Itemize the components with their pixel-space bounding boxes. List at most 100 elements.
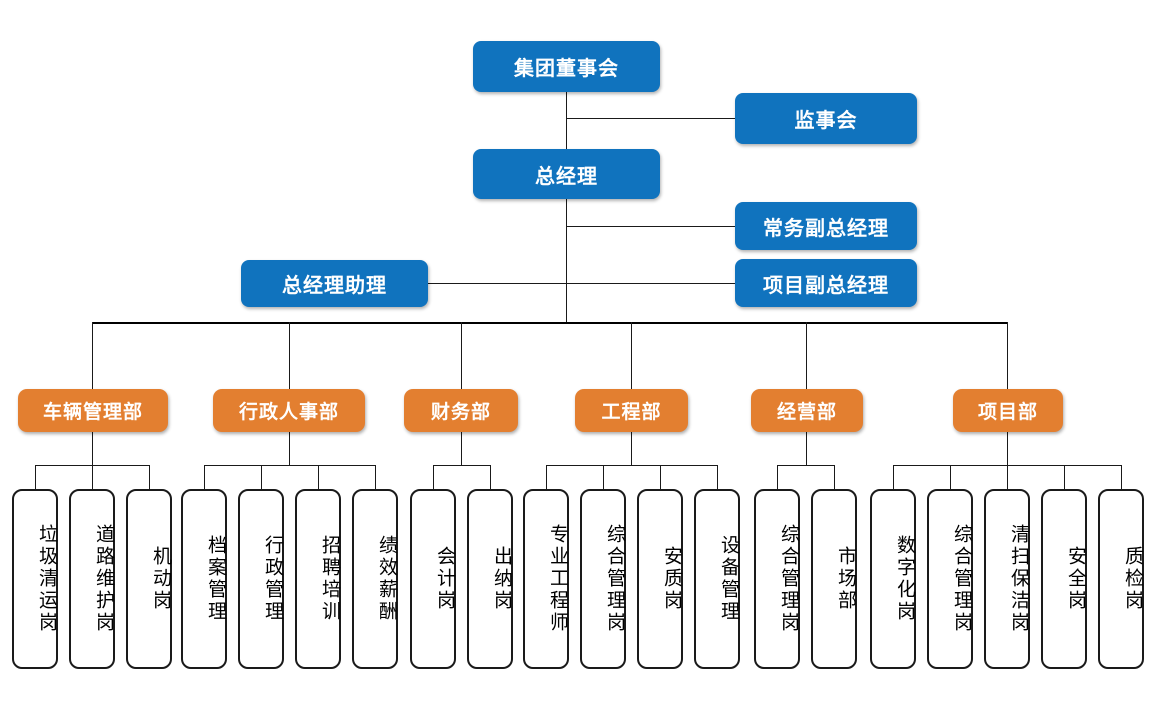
node-executive-vice-gm[interactable]: 常务副总经理 [735, 202, 917, 250]
connector-drop-dept-3 [631, 322, 632, 389]
node-position-label: 设备管理 [718, 535, 739, 623]
node-department-operations[interactable]: 经营部 [751, 389, 863, 432]
node-executive-vice-gm-label: 常务副总经理 [763, 217, 889, 240]
node-board[interactable]: 集团董事会 [473, 41, 660, 92]
node-position-finance-0[interactable]: 会计岗 [410, 489, 456, 669]
node-general-manager[interactable]: 总经理 [473, 149, 660, 199]
connector-dept0-leaf-1 [92, 465, 93, 489]
node-position-admin-hr-3[interactable]: 绩效薪酬 [352, 489, 398, 669]
node-position-operations-1[interactable]: 市场部 [811, 489, 857, 669]
connector-dept1-leaf-3 [375, 465, 376, 489]
connector-dept5-leaf-4 [1121, 465, 1122, 489]
connector-dept0-leaf-0 [35, 465, 36, 489]
connector-drop-dept-5 [1007, 322, 1008, 389]
connector-dept1-bar [204, 465, 375, 466]
node-position-vehicle-0[interactable]: 垃圾清运岗 [12, 489, 58, 669]
node-position-admin-hr-1[interactable]: 行政管理 [238, 489, 284, 669]
node-department-vehicle-label: 车辆管理部 [42, 402, 143, 423]
connector-dept3-leaf-0 [546, 465, 547, 489]
connector-dept0-stem [92, 425, 93, 465]
node-position-finance-1[interactable]: 出纳岗 [467, 489, 513, 669]
node-position-engineering-2[interactable]: 安质岗 [637, 489, 683, 669]
node-position-label: 市场部 [835, 546, 856, 612]
node-position-label: 安全岗 [1065, 546, 1086, 612]
connector-dept2-leaf-0 [433, 465, 434, 489]
node-position-label: 安质岗 [661, 546, 682, 612]
connector-dept2-leaf-1 [490, 465, 491, 489]
connector-dept4-leaf-0 [777, 465, 778, 489]
connector-gm-trunk [566, 199, 567, 323]
connector-dept1-stem [289, 425, 290, 465]
node-position-vehicle-2[interactable]: 机动岗 [126, 489, 172, 669]
node-position-engineering-0[interactable]: 专业工程师 [523, 489, 569, 669]
node-department-finance-label: 财务部 [430, 402, 491, 423]
node-position-label: 质检岗 [1122, 546, 1143, 612]
connector-dept5-stem [1007, 425, 1008, 465]
node-department-engineering-label: 工程部 [601, 402, 662, 423]
connector-dept4-stem [806, 425, 807, 465]
node-department-project[interactable]: 项目部 [953, 389, 1063, 432]
node-position-admin-hr-2[interactable]: 招聘培训 [295, 489, 341, 669]
connector-board-to-supervisory [566, 118, 735, 119]
connector-drop-dept-4 [806, 322, 807, 389]
connector-drop-dept-2 [461, 322, 462, 389]
node-department-finance[interactable]: 财务部 [404, 389, 518, 432]
connector-dept2-bar [433, 465, 490, 466]
node-position-label: 招聘培训 [319, 535, 340, 623]
connector-drop-dept-0 [92, 322, 93, 389]
connector-dept3-leaf-3 [717, 465, 718, 489]
node-position-operations-0[interactable]: 综合管理岗 [754, 489, 800, 669]
node-position-label: 综合管理岗 [604, 524, 625, 634]
connector-dept3-leaf-2 [660, 465, 661, 489]
node-position-admin-hr-0[interactable]: 档案管理 [181, 489, 227, 669]
node-position-label: 行政管理 [262, 535, 283, 623]
node-position-engineering-3[interactable]: 设备管理 [694, 489, 740, 669]
node-position-project-0[interactable]: 数字化岗 [870, 489, 916, 669]
connector-dept5-leaf-3 [1064, 465, 1065, 489]
connector-board-to-gm [566, 92, 567, 153]
node-project-vice-gm-label: 项目副总经理 [763, 274, 889, 297]
connector-dept3-bar [546, 465, 717, 466]
node-position-label: 清扫保洁岗 [1008, 524, 1029, 634]
connector-drop-dept-1 [289, 322, 290, 389]
node-department-engineering[interactable]: 工程部 [575, 389, 688, 432]
node-supervisory-board[interactable]: 监事会 [735, 93, 917, 144]
node-position-project-4[interactable]: 质检岗 [1098, 489, 1144, 669]
node-supervisory-board-label: 监事会 [794, 110, 858, 132]
node-department-project-label: 项目部 [977, 402, 1038, 423]
connector-dept4-bar [777, 465, 834, 466]
node-position-vehicle-1[interactable]: 道路维护岗 [69, 489, 115, 669]
connector-dept4-leaf-1 [834, 465, 835, 489]
node-department-vehicle[interactable]: 车辆管理部 [18, 389, 168, 432]
node-department-admin-hr[interactable]: 行政人事部 [213, 389, 365, 432]
connector-dept1-leaf-0 [204, 465, 205, 489]
node-position-label: 专业工程师 [547, 524, 568, 634]
node-department-admin-hr-label: 行政人事部 [238, 402, 339, 423]
node-position-project-3[interactable]: 安全岗 [1041, 489, 1087, 669]
connector-gm-to-exec-vice [566, 226, 735, 227]
connector-department-bus [92, 322, 1008, 324]
node-position-label: 综合管理岗 [951, 524, 972, 634]
node-position-label: 档案管理 [205, 535, 226, 623]
node-project-vice-gm[interactable]: 项目副总经理 [735, 259, 917, 307]
connector-dept3-leaf-1 [603, 465, 604, 489]
connector-gm-assistant [428, 283, 567, 284]
node-position-label: 垃圾清运岗 [36, 524, 57, 634]
connector-gm-to-project-vice [566, 283, 735, 284]
node-gm-assistant-label: 总经理助理 [282, 275, 387, 297]
node-position-label: 绩效薪酬 [376, 535, 397, 623]
connector-dept2-stem [461, 425, 462, 465]
node-position-label: 综合管理岗 [778, 524, 799, 634]
connector-dept3-stem [631, 425, 632, 465]
node-board-label: 集团董事会 [514, 58, 619, 80]
node-gm-assistant[interactable]: 总经理助理 [241, 260, 428, 307]
node-position-label: 出纳岗 [491, 546, 512, 612]
node-position-engineering-1[interactable]: 综合管理岗 [580, 489, 626, 669]
node-position-label: 数字化岗 [894, 535, 915, 623]
node-position-project-1[interactable]: 综合管理岗 [927, 489, 973, 669]
connector-dept5-leaf-1 [950, 465, 951, 489]
connector-dept0-leaf-2 [149, 465, 150, 489]
node-position-project-2[interactable]: 清扫保洁岗 [984, 489, 1030, 669]
connector-dept5-leaf-0 [893, 465, 894, 489]
